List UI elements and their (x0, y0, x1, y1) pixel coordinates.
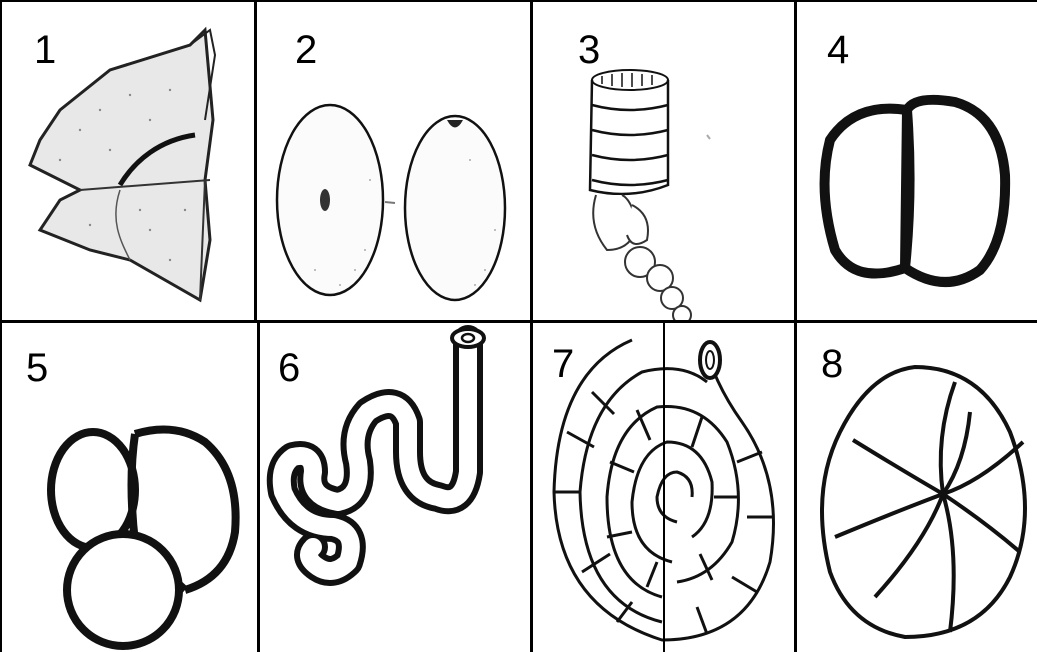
grid-line-vertical (794, 0, 797, 652)
panel-8: 8 (795, 322, 1037, 652)
biloculine-drawing (795, 0, 1037, 322)
grid-line-vertical (530, 0, 533, 652)
panel-1: 1 (0, 0, 255, 322)
triloculine-drawing (0, 322, 258, 652)
ovoid-pair-drawing (255, 0, 532, 322)
panel-7: 7 (532, 322, 795, 652)
panel-5: 5 (0, 322, 258, 652)
meandering-tube-drawing (258, 322, 532, 652)
grid-line-vertical (257, 322, 260, 652)
panel-3: 3 (532, 0, 795, 322)
planispiral-drawing (532, 322, 795, 652)
grid-line-top (0, 0, 1037, 2)
grid-line-left (0, 0, 2, 652)
grid-line-horizontal (0, 320, 1037, 323)
panel-6: 6 (258, 322, 532, 652)
panel-4: 4 (795, 0, 1037, 322)
panel-2: 2 (255, 0, 532, 322)
grid-line-vertical (254, 0, 257, 322)
trigonal-pyramid-drawing (0, 0, 255, 322)
columnar-stack-drawing (532, 0, 795, 322)
radial-chambers-drawing (795, 322, 1037, 652)
